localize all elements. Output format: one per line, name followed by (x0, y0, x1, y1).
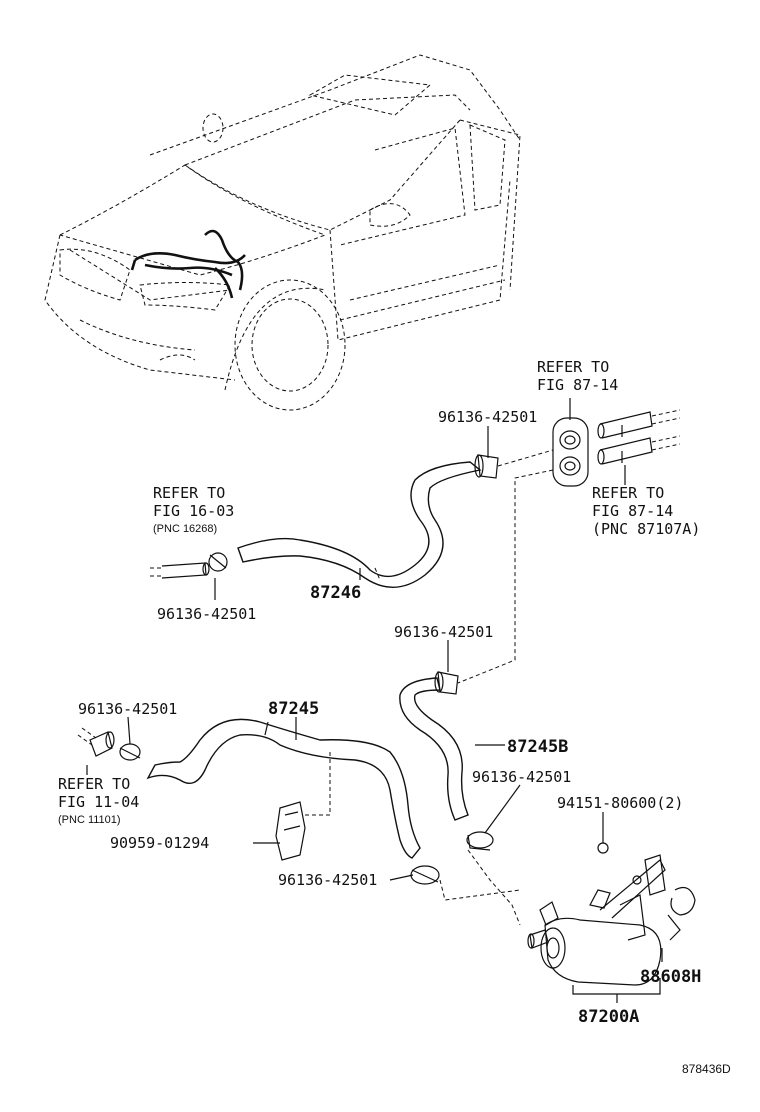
callout-line: REFER TO (58, 775, 130, 793)
callout-refer-fig-87-14-right: REFER TO FIG 87-14 (PNC 87107A) (592, 484, 700, 538)
callout-line: REFER TO (153, 484, 225, 502)
clamp-icon (474, 454, 499, 479)
part-number-hose-87246: 87246 (310, 583, 361, 603)
part-number-clamp-lower-right: 96136-42501 (472, 768, 571, 786)
pnc-reference: (PNC 11101) (58, 814, 121, 826)
part-number-hose-87245b: 87245B (507, 737, 568, 757)
callout-refer-fig-11-04: REFER TO FIG 11-04 (PNC 11101) (58, 775, 139, 826)
car-illustration (44, 54, 521, 411)
callout-refer-fig-16-03: REFER TO FIG 16-03 (PNC 16268) (153, 484, 234, 535)
pnc-reference: (PNC 87107A) (592, 520, 700, 538)
inlet-pipe-left (150, 562, 210, 579)
clamp-icon (466, 831, 494, 851)
part-number-clamp-top: 96136-42501 (438, 408, 537, 426)
callout-line: REFER TO (592, 484, 664, 502)
inlet-pipe-left-lower (77, 727, 115, 757)
part-number-clamp-bottom: 96136-42501 (278, 871, 377, 889)
part-number-clamp-mid-right: 96136-42501 (394, 623, 493, 641)
leader-lines (86, 426, 604, 881)
part-number-clip: 90959-01294 (110, 834, 209, 852)
part-number-bracket-88608h: 88608H (640, 967, 701, 987)
part-number-heater-87200a: 87200A (578, 1007, 639, 1027)
part-number-clamp-left-upper: 96136-42501 (157, 605, 256, 623)
callout-line: FIG 16-03 (153, 502, 234, 520)
heater-pipes (597, 409, 681, 465)
hose-87245 (146, 718, 421, 859)
hose-87245b (399, 677, 469, 821)
callout-line: FIG 87-14 (537, 376, 618, 394)
clamp-icon (434, 671, 459, 695)
callout-line: REFER TO (537, 358, 609, 376)
clamp-icon (410, 865, 440, 885)
grommet-icon (552, 417, 589, 487)
hose-87246 (237, 461, 482, 588)
clamp-icon (208, 552, 228, 572)
callout-line: FIG 11-04 (58, 793, 139, 811)
callout-line: FIG 87-14 (592, 502, 673, 520)
part-number-hose-87245: 87245 (268, 699, 319, 719)
part-number-bolt: 94151-80600(2) (557, 794, 683, 812)
callout-refer-fig-87-14-top: REFER TO FIG 87-14 (537, 358, 618, 394)
pnc-reference: (PNC 16268) (153, 523, 217, 535)
clamp-icon (119, 743, 141, 761)
figure-id: 878436D (682, 1062, 731, 1076)
part-number-clamp-left-lower: 96136-42501 (78, 700, 177, 718)
heater-assembly-icon (527, 842, 696, 986)
clip-icon (275, 801, 306, 861)
